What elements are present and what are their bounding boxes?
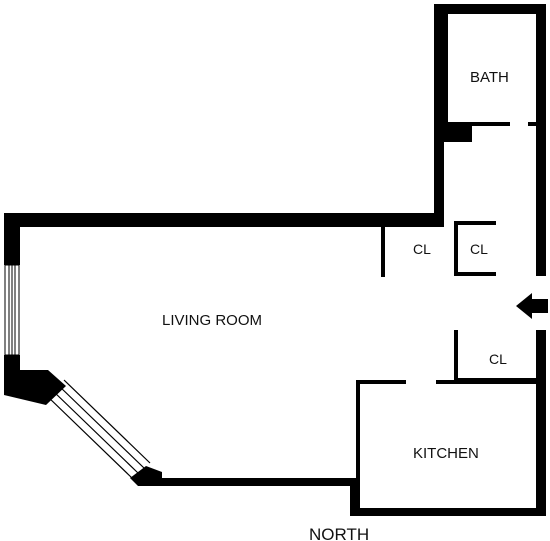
walls <box>4 4 546 516</box>
kitchen-bottom-wall <box>356 508 546 516</box>
kitchen-top-wall-left <box>356 380 406 384</box>
bath-door-block <box>444 126 472 142</box>
angled-window <box>45 379 151 479</box>
closet-2-top-wall <box>454 221 496 225</box>
closet-2-left-wall <box>454 221 458 276</box>
bath-left-wall <box>434 4 444 227</box>
arrow-left-icon <box>516 293 548 319</box>
label-living-room: LIVING ROOM <box>162 312 262 329</box>
kitchen-right-wall <box>536 380 546 516</box>
closet-2-bottom-wall <box>454 272 496 276</box>
bath-right-wall <box>536 4 546 122</box>
hall-right-wall-upper <box>536 122 546 276</box>
label-closet-2: CL <box>470 241 488 257</box>
kitchen-left-wall <box>356 380 360 512</box>
bath-bottom-wall <box>444 122 510 126</box>
left-window <box>4 264 20 356</box>
bath-top-wall <box>434 4 546 14</box>
closet-1-wall <box>381 227 385 277</box>
kitchen-top-wall-right <box>436 380 546 384</box>
kitchen-bottom-left-block <box>350 478 360 516</box>
label-closet-1: CL <box>413 241 431 257</box>
label-north: NORTH <box>309 525 369 541</box>
label-bath: BATH <box>470 69 509 86</box>
bath-inner-left-wall <box>444 12 448 122</box>
label-closet-3: CL <box>489 351 507 367</box>
living-room-left-wall-upper <box>4 213 20 265</box>
label-kitchen: KITCHEN <box>413 445 479 462</box>
living-room-bottom-wall <box>140 478 358 486</box>
living-room-top-wall <box>4 213 444 227</box>
hall-right-wall-lower <box>536 330 546 380</box>
closet-3-left-wall <box>454 330 458 382</box>
corner-block-left <box>4 370 66 405</box>
